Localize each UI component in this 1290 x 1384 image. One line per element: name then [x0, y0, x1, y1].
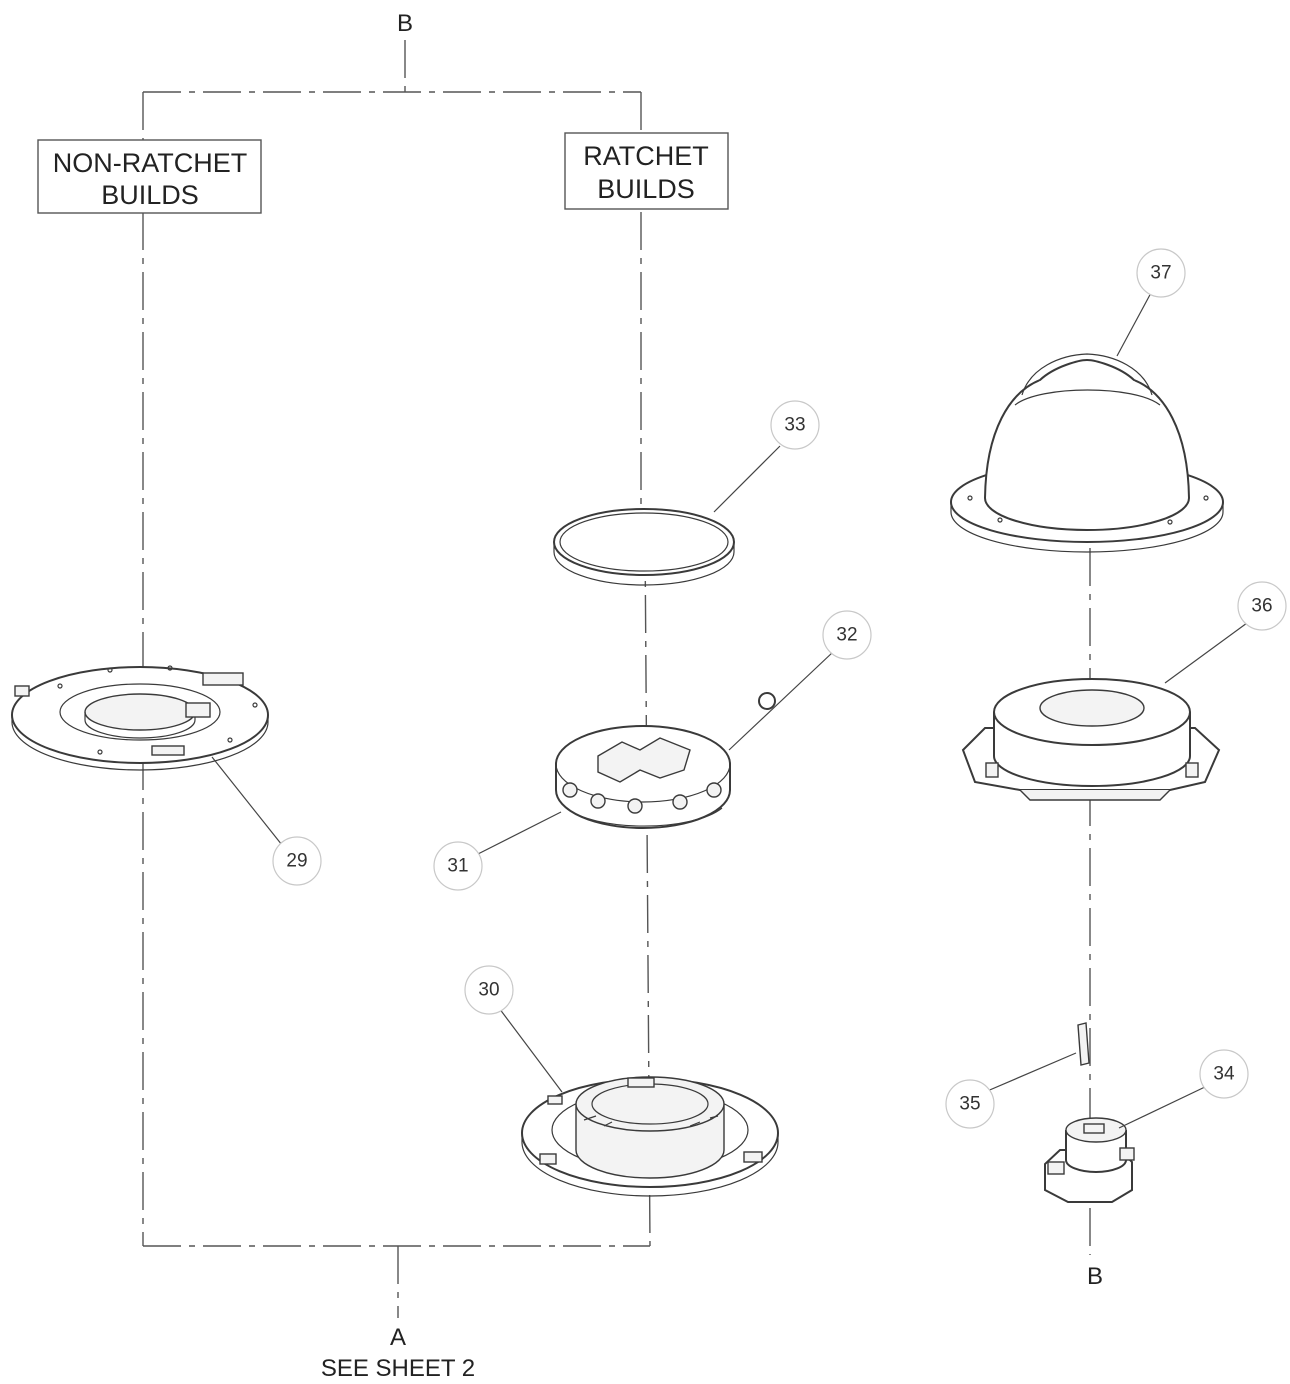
svg-text:35: 35 — [959, 1094, 980, 1115]
part-37-dome — [950, 353, 1224, 553]
svg-text:32: 32 — [836, 625, 857, 646]
callout-33: 33 — [770, 400, 820, 450]
non-ratchet-label-line1: NON-RATCHET — [53, 148, 247, 178]
part-36-collar — [961, 678, 1221, 801]
callout-35: 35 — [945, 1079, 995, 1129]
part-35-pin — [1077, 1022, 1090, 1066]
svg-text:34: 34 — [1213, 1064, 1235, 1085]
callout-31: 31 — [433, 841, 483, 891]
ratchet-label-line1: RATCHET — [583, 141, 709, 171]
part-29-mounting-ring — [11, 665, 269, 771]
callout-37: 37 — [1136, 248, 1186, 298]
section-ref-a: A — [390, 1324, 406, 1351]
part-32-ball — [758, 692, 776, 710]
svg-text:30: 30 — [478, 980, 499, 1001]
section-ref-b-bottom: B — [1087, 1263, 1103, 1290]
svg-text:36: 36 — [1251, 596, 1272, 617]
svg-text:33: 33 — [784, 415, 805, 436]
leader-lines — [211, 290, 1248, 1129]
ratchet-label-line2: BUILDS — [597, 174, 695, 204]
part-31-ratchet-hub — [555, 725, 731, 829]
non-ratchet-label-line2: BUILDS — [101, 180, 199, 210]
svg-text:29: 29 — [286, 851, 307, 872]
svg-text:37: 37 — [1150, 263, 1171, 284]
section-ref-b-top: B — [397, 10, 413, 37]
callout-29: 29 — [272, 836, 322, 886]
non-ratchet-builds-label: NON-RATCHET BUILDS — [37, 139, 262, 214]
part-30-ratchet-base — [521, 1076, 779, 1197]
callout-34: 34 — [1199, 1049, 1249, 1099]
part-34-knob — [1044, 1117, 1135, 1203]
ratchet-builds-label: RATCHET BUILDS — [564, 132, 729, 210]
callout-30: 30 — [464, 965, 514, 1015]
callout-32: 32 — [822, 610, 872, 660]
svg-text:31: 31 — [447, 856, 468, 877]
callout-36: 36 — [1237, 581, 1287, 631]
see-sheet-note: SEE SHEET 2 — [321, 1355, 475, 1382]
part-33-ring-seal — [553, 508, 735, 586]
